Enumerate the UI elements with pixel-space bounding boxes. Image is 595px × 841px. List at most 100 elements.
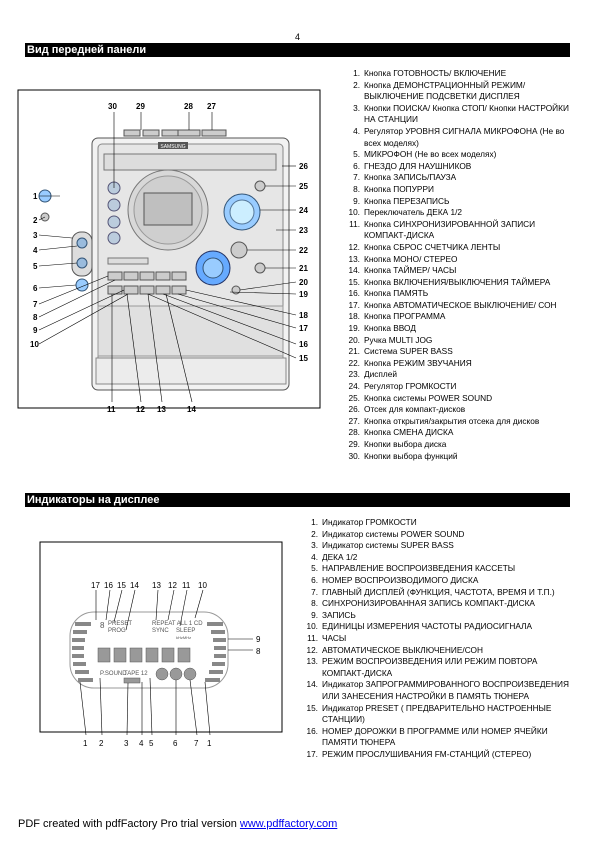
legend-item-number: 3. [353, 102, 360, 113]
legend-item-text: АВТОМАТИЧЕСКОЕ ВЫКЛЮЧЕНИЕ/СОН [322, 644, 483, 655]
legend-item-number: 14. [306, 679, 318, 690]
display-callout-7: 7 [194, 739, 199, 748]
legend-item: 7. Кнопка ЗАПИСЬ/ПАУЗА [346, 172, 572, 184]
legend-item-text: Кнопка ЗАПИСЬ/ПАУЗА [364, 172, 457, 183]
legend-item: 24.Регулятор ГРОМКОСТИ [346, 381, 572, 393]
legend-item: 3.Кнопки ПОИСКА/ Кнопка СТОП/ Кнопки НАС… [346, 103, 572, 126]
legend-item-number: 3. [311, 540, 318, 551]
callout-23: 23 [299, 226, 308, 235]
legend-item-number: 9. [353, 195, 360, 206]
legend-item: 13. РЕЖИМ ВОСПРОИЗВЕДЕНИЯ ИЛИ РЕЖИМ ПОВТО… [304, 656, 572, 679]
legend-item-text: ЗАПИСЬ [322, 609, 356, 620]
legend-item-text: Кнопка открытия/закрытия отсека для диск… [364, 415, 540, 426]
display-callout-8: 8 [256, 647, 261, 656]
legend-item-number: 13. [306, 656, 318, 667]
legend-item-text: Кнопка ПЕРЕЗАПИСЬ [364, 195, 450, 206]
legend-item-text: Кнопка СБРОС СЧЕТЧИКА ЛЕНТЫ [364, 241, 501, 252]
legend-item: 8.СИНХРОНИЗИРОВАННАЯ ЗАПИСЬ КОМПАКТ-ДИСК… [304, 598, 572, 610]
legend-item: 9. Кнопка ПЕРЕЗАПИСЬ [346, 196, 572, 208]
display-callout-9: 9 [256, 635, 261, 644]
lcd-repeat: REPEAT ALL 1 CD [152, 621, 203, 627]
front-panel-legend: 1. Кнопка ГОТОВНОСТЬ/ ВКЛЮЧЕНИЕ 2. Кнопка Д… [346, 68, 572, 462]
legend-item-number: 7. [353, 172, 360, 183]
front-panel-diagram: SAMSUNG [17, 89, 321, 414]
callout-18: 18 [299, 311, 308, 320]
legend-item-text: НОМЕР ДОРОЖКИ В ПРОГРАММЕ ИЛИ НОМЕР ЯЧЕЙ… [322, 725, 548, 748]
legend-item: 12.Кнопка СБРОС СЧЕТЧИКА ЛЕНТЫ [346, 242, 572, 254]
legend-item-number: 16. [348, 288, 360, 299]
legend-item: 11. ЧАСЫ [304, 633, 572, 645]
legend-item-text: Индикатор системы POWER SOUND [322, 528, 465, 539]
legend-item-number: 13. [348, 253, 360, 264]
display-callout-12: 12 [168, 581, 177, 590]
display-callout-1b: 1 [207, 739, 212, 748]
legend-item: 20.Ручка MULTI JOG [346, 335, 572, 347]
legend-item-text: ДЕКА 1/2 [322, 551, 358, 562]
callout-20: 20 [299, 278, 308, 287]
callout-27: 27 [207, 102, 216, 111]
legend-item-text: ГЛАВНЫЙ ДИСПЛЕЙ (ФУНКЦИЯ, ЧАСТОТА, ВРЕМЯ… [322, 586, 555, 597]
legend-item-number: 6. [311, 574, 318, 585]
legend-item-text: Кнопка ПОПУРРИ [364, 183, 434, 194]
legend-item-text: ГНЕЗДО ДЛЯ НАУШНИКОВ [364, 160, 472, 171]
legend-item-text: ЧАСЫ [322, 632, 347, 643]
legend-item-text: Кнопки выбора функций [364, 450, 458, 461]
legend-item-text: Кнопка ДЕМОНСТРАЦИОННЫЙ РЕЖИМ/ ВЫКЛЮЧЕНИ… [364, 79, 526, 102]
display-callout-4: 4 [139, 739, 144, 748]
legend-item-text: Кнопка ПРОГРАММА [364, 311, 446, 322]
legend-item-number: 27. [348, 415, 360, 426]
legend-item: 15.Индикатор PRESET ( ПРЕДВАРИТЕЛЬНО НАС… [304, 703, 572, 726]
legend-item-text: Ручка MULTI JOG [364, 334, 433, 345]
legend-item-text: Отсек для компакт-дисков [364, 404, 466, 415]
callout-12: 12 [136, 405, 145, 414]
legend-item-text: Кнопка ТАЙМЕР/ ЧАСЫ [364, 265, 457, 276]
display-callout-10: 10 [198, 581, 207, 590]
legend-item-number: 8. [353, 183, 360, 194]
display-callout-15: 15 [117, 581, 126, 590]
legend-item: 26.Отсек для компакт-дисков [346, 404, 572, 416]
legend-item: 23.Дисплей [346, 369, 572, 381]
legend-item: 5.НАПРАВЛЕНИЕ ВОСПРОИЗВЕДЕНИЯ КАССЕТЫ [304, 563, 572, 575]
legend-item-number: 1. [311, 517, 318, 527]
legend-item-number: 23. [348, 369, 360, 380]
legend-item-number: 11. [349, 218, 360, 229]
pdf-footer: PDF created with pdfFactory Pro trial ve… [18, 818, 337, 830]
legend-item-number: 12. [306, 644, 318, 655]
callout-1: 1 [33, 192, 38, 201]
legend-item-number: 11. [307, 632, 318, 643]
legend-item-text: НОМЕР ВОСПРОИЗВОДИМОГО ДИСКА [322, 574, 479, 585]
callout-25: 25 [299, 182, 308, 191]
callout-13: 13 [157, 405, 166, 414]
legend-item-text: ЕДИНИЦЫ ИЗМЕРЕНИЯ ЧАСТОТЫ РАДИОСИГНАЛА [322, 621, 533, 632]
legend-item-text: СИНХРОНИЗИРОВАННАЯ ЗАПИСЬ КОМПАКТ-ДИСКА [322, 598, 535, 609]
legend-item-text: Кнопка МОНО/ СТЕРЕО [364, 253, 458, 264]
legend-item: 19.Кнопка ВВОД [346, 323, 572, 335]
legend-item-text: Кнопка ГОТОВНОСТЬ/ ВКЛЮЧЕНИЕ [364, 68, 507, 78]
legend-item-text: РЕЖИМ ВОСПРОИЗВЕДЕНИЯ ИЛИ РЕЖИМ ПОВТОРА … [322, 656, 538, 678]
callout-4: 4 [33, 246, 38, 255]
legend-item-number: 5. [353, 149, 360, 160]
legend-item-number: 1. [353, 68, 360, 78]
display-callout-1a: 1 [83, 739, 88, 748]
legend-item: 13. Кнопка МОНО/ СТЕРЕО [346, 254, 572, 266]
display-callout-11: 11 [182, 581, 191, 590]
callout-28: 28 [184, 102, 193, 111]
legend-item: 7.ГЛАВНЫЙ ДИСПЛЕЙ (ФУНКЦИЯ, ЧАСТОТА, ВРЕ… [304, 587, 572, 599]
legend-item-number: 10. [306, 621, 318, 632]
display-callout-17: 17 [91, 581, 100, 590]
legend-item: 10.Переключатель ДЕКА 1/2 [346, 207, 572, 219]
brand-label: SAMSUNG [160, 144, 185, 150]
callout-11: 11 [107, 405, 116, 414]
legend-item: 9.ЗАПИСЬ [304, 610, 572, 622]
callout-26: 26 [299, 162, 308, 171]
callout-17: 17 [299, 324, 308, 333]
legend-item-number: 2. [353, 79, 360, 90]
legend-item: 17.Кнопка АВТОМАТИЧЕСКОЕ ВЫКЛЮЧЕНИЕ/ СОН [346, 300, 572, 312]
svg-text:8: 8 [100, 621, 105, 630]
legend-item-number: 29. [348, 439, 360, 449]
legend-item-number: 21. [348, 346, 360, 357]
legend-item: 6.ГНЕЗДО ДЛЯ НАУШНИКОВ [346, 161, 572, 173]
footer-link[interactable]: www.pdffactory.com [239, 818, 338, 830]
legend-item: 21.Система SUPER BASS [346, 346, 572, 358]
legend-item-number: 14. [348, 265, 360, 276]
